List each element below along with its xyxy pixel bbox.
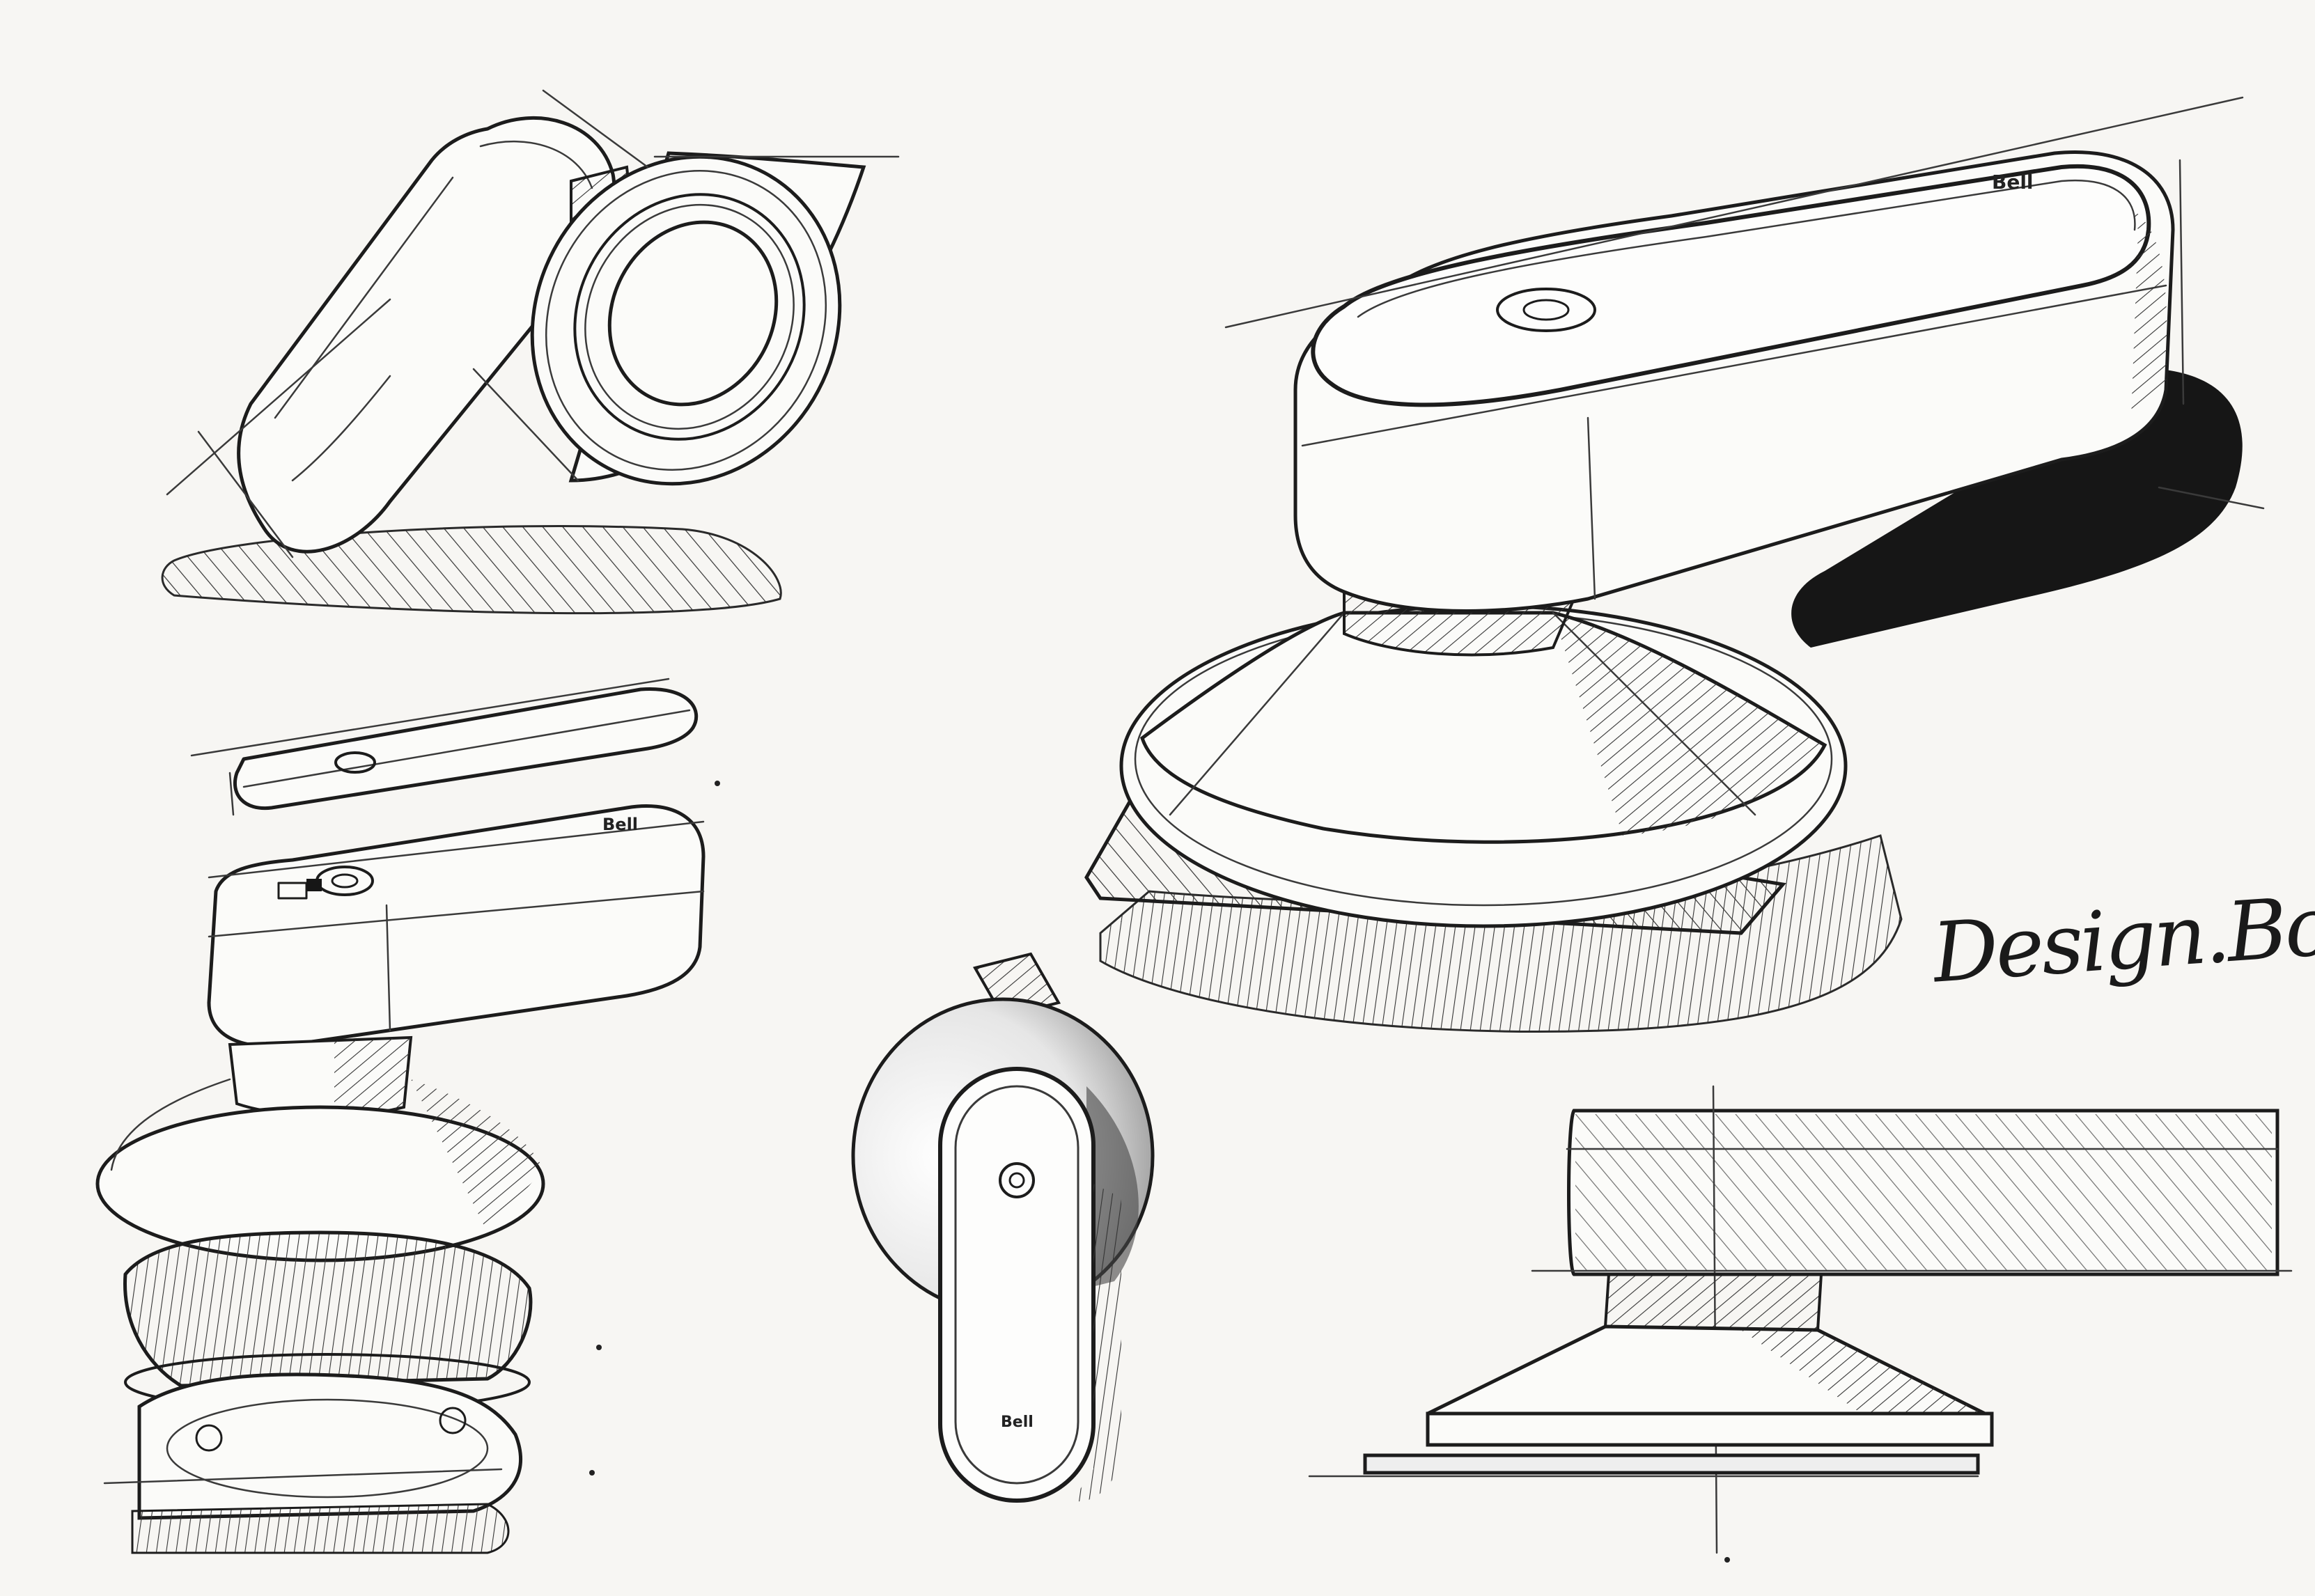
tilted-side-view (161, 89, 900, 615)
top-view (851, 952, 1155, 1503)
tray-shadow (131, 1503, 510, 1554)
elevation-neck (1603, 1273, 1823, 1332)
brand-mark-top-view: Bell (1001, 1414, 1034, 1431)
exploded-view (95, 678, 706, 1554)
brand-mark-exploded: Bell (602, 815, 639, 834)
hero-perspective-view (1084, 96, 2265, 1033)
side-elevation-view (1308, 1085, 2293, 1554)
power-button (1496, 288, 1596, 332)
top-view-power-button (999, 1162, 1035, 1198)
exploded-body (207, 804, 706, 1048)
elevation-disc (1426, 1411, 1994, 1447)
elevation-plate (1363, 1453, 1980, 1475)
brand-mark-hero: Bell (1992, 171, 2034, 194)
control-cluster (277, 866, 374, 900)
pad-inner-ring (607, 220, 779, 407)
ground-shadow (161, 525, 782, 615)
top-view-capsule (938, 1067, 1096, 1503)
